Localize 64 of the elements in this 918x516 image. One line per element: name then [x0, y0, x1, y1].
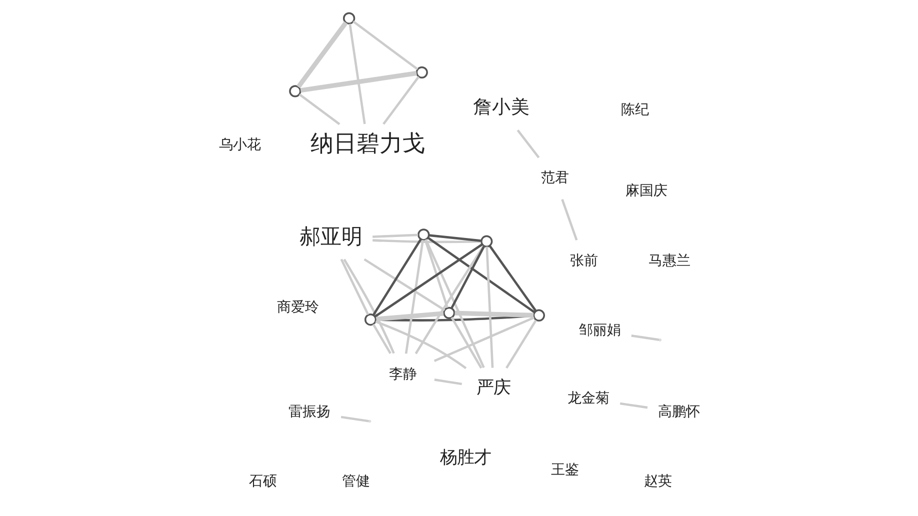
- node-text: 李静: [388, 366, 416, 382]
- connector: [428, 234, 481, 242]
- connector: [372, 234, 418, 238]
- connector: [414, 245, 484, 354]
- connector: [434, 378, 462, 386]
- connector: [372, 324, 391, 354]
- connector: [372, 238, 422, 316]
- node-text: 乌小花: [218, 136, 260, 153]
- node-circle: [532, 309, 545, 322]
- node-text: 郝亚明: [299, 224, 362, 248]
- connector: [619, 402, 648, 409]
- connector: [296, 21, 348, 88]
- connector: [505, 320, 536, 369]
- connector: [348, 24, 366, 124]
- connector: [433, 316, 534, 362]
- node-text: 石硕: [248, 474, 277, 490]
- connector: [485, 246, 494, 368]
- node-text: 范君: [540, 170, 568, 186]
- node-circle: [342, 12, 355, 24]
- node-text: 严庆: [476, 378, 510, 398]
- connector: [372, 239, 481, 244]
- connector: [488, 245, 536, 312]
- connector: [382, 76, 420, 125]
- connector: [300, 70, 416, 93]
- connector: [630, 334, 659, 341]
- connector: [298, 93, 340, 126]
- node-circle: [364, 314, 376, 326]
- node-circle: [417, 228, 430, 241]
- node-text: 雷振扬: [288, 404, 330, 420]
- node-text: 张前: [570, 252, 598, 269]
- node-text: 麻国庆: [624, 183, 667, 200]
- connector: [450, 316, 482, 369]
- connector: [374, 243, 482, 318]
- node-text: 高鹏怀: [658, 404, 700, 420]
- connector: [450, 246, 485, 309]
- node-text: 王鉴: [550, 462, 579, 478]
- connector: [376, 311, 444, 322]
- connector: [404, 240, 424, 354]
- node-circle: [415, 66, 428, 79]
- connector: [424, 239, 484, 368]
- node-text: 杨胜才: [439, 448, 490, 468]
- connector: [424, 240, 448, 308]
- node-text: 陈纪: [620, 102, 648, 118]
- node-circle: [480, 235, 492, 248]
- node-circle: [442, 306, 455, 320]
- node-text: 纳日碧力戈: [310, 130, 425, 157]
- connector: [363, 258, 445, 312]
- node-text: 马惠兰: [648, 252, 690, 269]
- connector: [342, 258, 394, 354]
- connector: [340, 258, 369, 316]
- node-text: 邹丽娟: [578, 322, 621, 339]
- node-text: 赵英: [644, 474, 672, 490]
- node-circle: [288, 85, 301, 98]
- connector: [516, 129, 540, 158]
- connector: [340, 416, 368, 422]
- connector: [352, 20, 418, 70]
- node-text: 商爱玲: [276, 299, 319, 316]
- node-text: 管健: [342, 474, 370, 490]
- connector: [560, 198, 578, 240]
- node-text: 詹小美: [472, 97, 530, 118]
- connector: [426, 236, 535, 314]
- connector: [454, 310, 534, 318]
- node-text: 龙金菊: [566, 390, 609, 406]
- connector: [374, 320, 466, 370]
